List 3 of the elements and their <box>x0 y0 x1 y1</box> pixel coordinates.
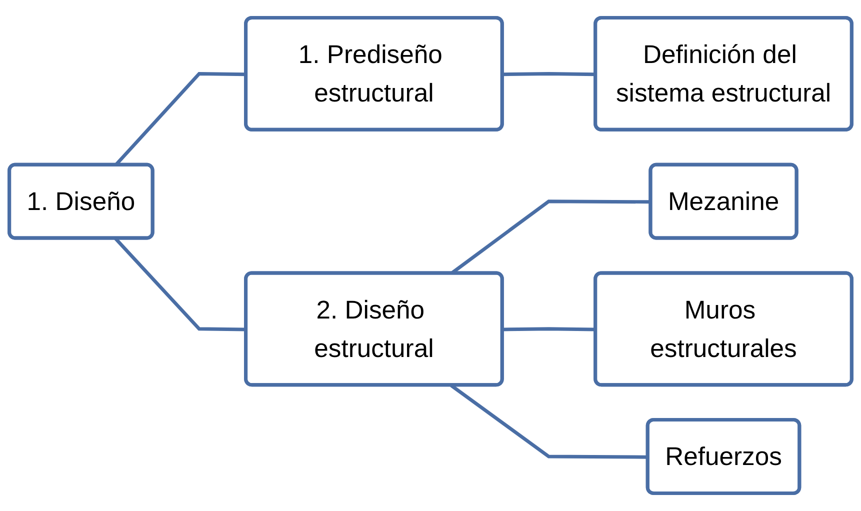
connector <box>502 72 596 76</box>
connector <box>502 327 596 332</box>
connector <box>450 384 648 459</box>
